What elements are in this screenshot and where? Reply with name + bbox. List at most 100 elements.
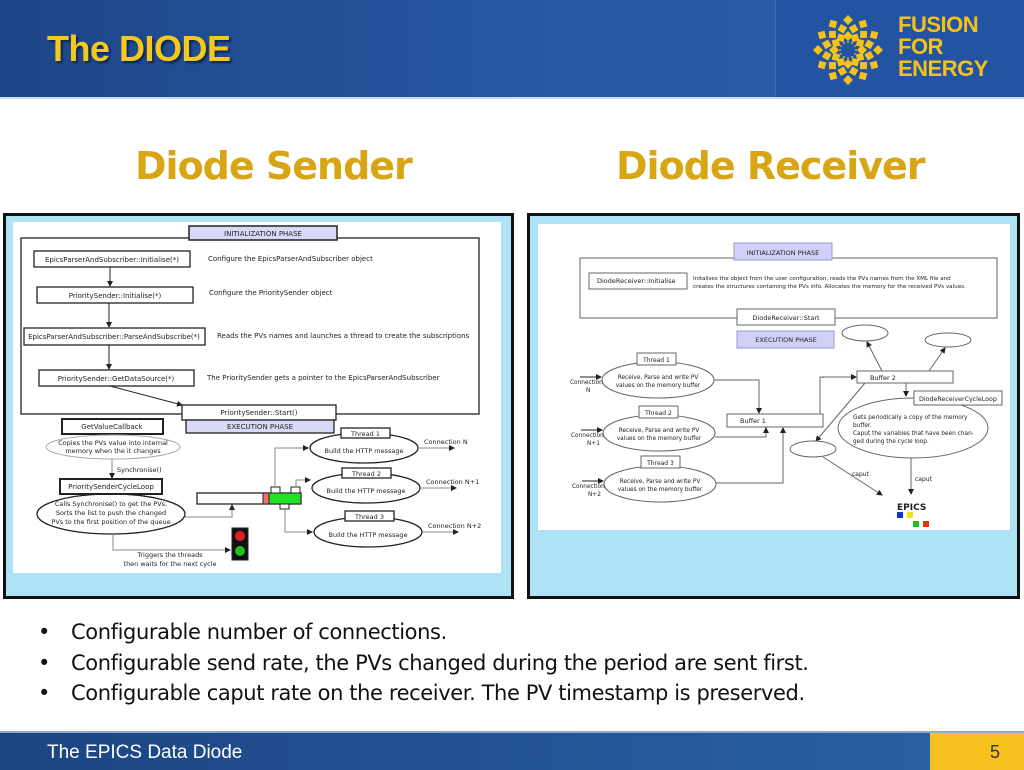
- footer-title: The EPICS Data Diode: [47, 742, 243, 763]
- logo-petal: [828, 30, 836, 38]
- logo-petal: [864, 50, 875, 61]
- logo-star: [855, 49, 857, 51]
- thread-label: Thread 2: [351, 470, 381, 478]
- thread-box: [340, 427, 391, 439]
- cycle-desc: Caput the variables that have been chan-: [853, 431, 974, 437]
- init-phase-box: [188, 225, 338, 241]
- logo-petal: [817, 60, 827, 70]
- thread-label: Thread 3: [646, 460, 674, 467]
- step-box: [38, 369, 195, 387]
- thread-task: Receive, Parse and write PV: [619, 428, 700, 434]
- epics-logo-icon: EPICS: [897, 503, 929, 527]
- init-phase-label: INITIALIZATION PHASE: [747, 249, 819, 257]
- logo-petal: [850, 33, 860, 43]
- logo-petal: [821, 39, 832, 50]
- epics-logo-text: EPICS: [897, 503, 926, 513]
- logo-petal: [829, 45, 839, 55]
- thread-label: Thread 2: [644, 410, 672, 417]
- fusion-for-energy-logo-icon: [813, 15, 883, 85]
- thread-box: [640, 455, 681, 469]
- step-label: EpicsParserAndSubscriber::ParseAndSubscr…: [28, 333, 200, 341]
- callback-box: [61, 418, 164, 435]
- thread-label: Thread 3: [354, 513, 384, 521]
- cycle-desc: Sorts the list to push the changed: [56, 509, 166, 517]
- init-desc: Initalises the object from the user conf…: [693, 276, 951, 282]
- logo-star: [851, 42, 853, 44]
- init-phase-label: INITIALIZATION PHASE: [224, 230, 302, 238]
- logo-star: [840, 45, 842, 47]
- caput-label: caput: [852, 471, 870, 478]
- step-desc: Configure the EpicsParserAndSubscriber o…: [208, 255, 373, 263]
- thread-box: [341, 467, 392, 479]
- logo-line: FUSION: [898, 12, 979, 37]
- triggers-label: Triggers the threads: [136, 551, 203, 559]
- logo-petal: [864, 39, 875, 50]
- sender-diagram: INITIALIZATION PHASE EpicsParserAndSubsc…: [13, 222, 501, 573]
- bullet-list: •Configurable number of connections. •Co…: [38, 620, 809, 712]
- callback-desc: Copies the PVs value into internal: [58, 439, 168, 447]
- receiver-diagram: INITIALIZATION PHASE DiodeReceiver::Init…: [538, 224, 1010, 530]
- logo-petal: [831, 52, 841, 62]
- logo-line: ENERGY: [898, 56, 988, 81]
- bullet-text: Configurable number of connections.: [71, 620, 447, 644]
- step-desc: Configure the PrioritySender object: [209, 289, 333, 297]
- step-box: [36, 286, 194, 304]
- buffer1-label: Buffer 1: [740, 417, 766, 425]
- thread-task: Build the HTTP message: [328, 531, 407, 539]
- connection-label: N: [586, 388, 590, 394]
- thread-box: [344, 510, 395, 522]
- page-number-box: 5: [930, 733, 1024, 770]
- queue-green-cell: [268, 492, 302, 505]
- sync-label: Synchronise(): [117, 466, 162, 474]
- sender-diagram-svg: INITIALIZATION PHASE EpicsParserAndSubsc…: [20, 225, 481, 568]
- logo-star: [840, 53, 842, 55]
- slide-header: The DIODE FUSION FOR ENERGY: [0, 0, 1024, 99]
- callback-desc: memory when the it changes: [65, 447, 161, 455]
- logo-star: [847, 57, 849, 59]
- buffer2-box: [856, 370, 954, 384]
- logo-star: [839, 49, 841, 51]
- logo-text: FUSION FOR ENERGY: [898, 14, 988, 80]
- logo-petal: [860, 62, 868, 70]
- step-label: EpicsParserAndSubscriber::Initialise(*): [45, 256, 179, 264]
- logo-petal: [857, 45, 867, 55]
- cycle-loop-box: [913, 390, 1003, 406]
- cycle-desc: Calls Synchronise() to get the PVs.: [55, 500, 167, 508]
- caput-label: caput: [915, 476, 933, 483]
- thread-task: Build the HTTP message: [326, 487, 405, 495]
- cycle-loop-label: DiodeReceiverCycleLoop: [919, 396, 997, 403]
- logo-petal: [848, 66, 859, 77]
- sender-heading: Diode Sender: [135, 144, 413, 188]
- start-label: PrioritySender::Start(): [221, 409, 298, 417]
- logo-petal: [848, 23, 859, 34]
- connection-label: Connection N+1: [426, 478, 479, 486]
- logo-petal: [855, 52, 865, 62]
- queue-red-cell: [262, 492, 270, 505]
- logo-petal: [836, 57, 846, 67]
- exec-phase-label: EXECUTION PHASE: [755, 336, 816, 344]
- receiver-diagram-svg: INITIALIZATION PHASE DiodeReceiver::Init…: [570, 242, 1003, 527]
- logo-petal: [860, 30, 868, 38]
- exec-phase-label: EXECUTION PHASE: [227, 423, 293, 431]
- init-phase-box: [733, 242, 833, 261]
- logo-petal: [821, 50, 832, 61]
- start-box: [736, 308, 836, 326]
- logo-petal: [843, 31, 853, 41]
- logo-petal: [817, 30, 827, 40]
- step-desc: Reads the PVs names and launches a threa…: [217, 332, 470, 340]
- page-number: 5: [989, 742, 1000, 762]
- cycle-desc: PVs to the first position of the queue: [51, 518, 170, 526]
- bullet-item: •Configurable caput rate on the receiver…: [38, 681, 805, 705]
- thread-task: values on the memory buffer: [616, 383, 701, 389]
- thread-task: Build the HTTP message: [324, 447, 403, 455]
- cycle-desc: Gets periodically a copy of the memory: [853, 415, 968, 421]
- logo-star: [843, 42, 845, 44]
- logo-petal: [873, 45, 883, 55]
- logo-petal: [843, 59, 853, 69]
- logo-petal: [828, 19, 838, 29]
- thread-label: Thread 1: [642, 357, 670, 364]
- cycle-desc: buffer.: [853, 423, 872, 429]
- logo-petal: [831, 38, 841, 48]
- slide-footer: The EPICS Data Diode 5: [0, 731, 1024, 770]
- init-label: DiodeReceiver::Initialise: [597, 277, 675, 285]
